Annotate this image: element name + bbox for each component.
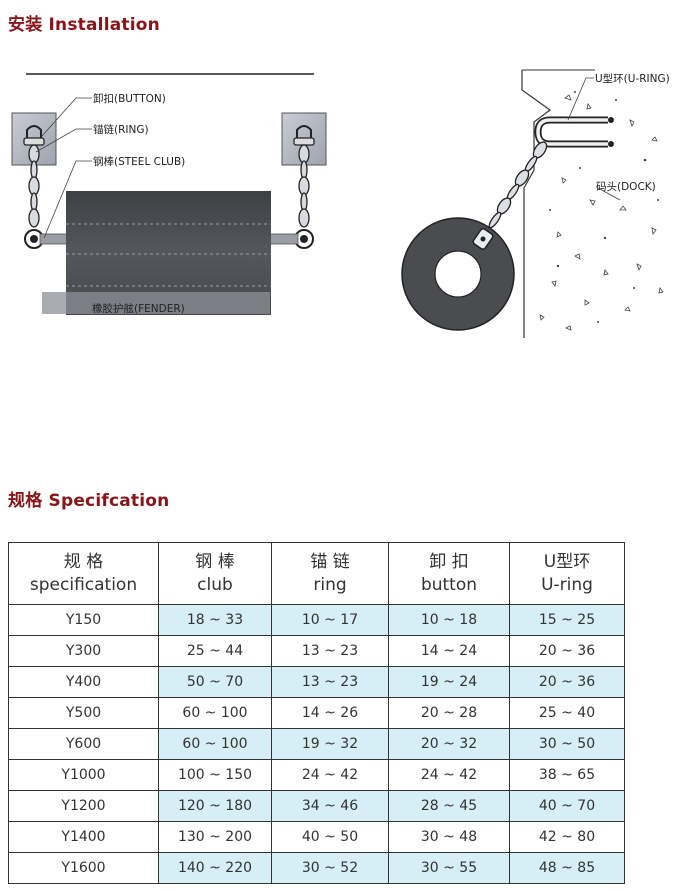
cell-button: 30 ~ 48 [388, 821, 510, 853]
fender-hole [434, 250, 482, 298]
cell-button: 14 ~ 24 [388, 635, 510, 667]
cell-button: 24 ~ 42 [388, 759, 510, 791]
chain-diagonal [488, 141, 548, 229]
chain-left [28, 144, 40, 228]
header-en: U-ring [541, 574, 593, 595]
cell-club: 50 ~ 70 [158, 666, 272, 698]
installation-title: 安装 Installation [8, 15, 160, 35]
cell-model: Y300 [8, 635, 159, 667]
cell-button: 10 ~ 18 [388, 604, 510, 636]
header-en: club [197, 574, 233, 595]
cell-model: Y600 [8, 728, 159, 760]
cell-button: 28 ~ 45 [388, 790, 510, 822]
cell-u-ring: 48 ~ 85 [509, 852, 625, 884]
fender-installation-diagram: 卸扣(BUTTON) 锚链(RING) 钢棒(STEEL CLUB) 橡胶护舷(… [11, 73, 327, 315]
table-row: Y500 60 ~ 100 14 ~ 26 20 ~ 28 25 ~ 40 [8, 697, 625, 729]
cell-model: Y1200 [8, 790, 159, 822]
cell-ring: 30 ~ 52 [271, 852, 389, 884]
cell-club: 60 ~ 100 [158, 697, 272, 729]
cell-ring: 24 ~ 42 [271, 759, 389, 791]
header-en: specification [29, 574, 138, 595]
cell-club: 25 ~ 44 [158, 635, 272, 667]
label-ring: 锚链(RING) [93, 123, 149, 136]
cell-u-ring: 20 ~ 36 [509, 666, 625, 698]
cell-model: Y1000 [8, 759, 159, 791]
cell-ring: 19 ~ 32 [271, 728, 389, 760]
cell-model: Y500 [8, 697, 159, 729]
u-ring-outline [534, 116, 608, 148]
cell-button: 19 ~ 24 [388, 666, 510, 698]
label-fender: 橡胶护舷(FENDER) [92, 302, 185, 315]
cell-ring: 34 ~ 46 [271, 790, 389, 822]
cell-u-ring: 25 ~ 40 [509, 697, 625, 729]
cell-u-ring: 30 ~ 50 [509, 728, 625, 760]
cell-button: 20 ~ 32 [388, 728, 510, 760]
cell-club: 130 ~ 200 [158, 821, 272, 853]
header-en: ring [313, 574, 347, 595]
table-row: Y1400 130 ~ 200 40 ~ 50 30 ~ 48 42 ~ 80 [8, 821, 625, 853]
chain-right [298, 144, 310, 228]
cell-club: 120 ~ 180 [158, 790, 272, 822]
header-cn: 钢 棒 [195, 551, 235, 572]
shackle-right [296, 125, 312, 140]
table-row: Y1000 100 ~ 150 24 ~ 42 24 ~ 42 38 ~ 65 [8, 759, 625, 791]
cell-model: Y400 [8, 666, 159, 698]
cell-club: 100 ~ 150 [158, 759, 272, 791]
cell-club: 18 ~ 33 [158, 604, 272, 636]
cell-model: Y1600 [8, 852, 159, 884]
cell-u-ring: 15 ~ 25 [509, 604, 625, 636]
label-steel-club: 钢棒(STEEL CLUB) [93, 155, 185, 168]
table-row: Y600 60 ~ 100 19 ~ 32 20 ~ 32 30 ~ 50 [8, 728, 625, 760]
header-cn: 锚 链 [310, 551, 350, 572]
cell-button: 20 ~ 28 [388, 697, 510, 729]
cell-model: Y150 [8, 604, 159, 636]
cell-u-ring: 38 ~ 65 [509, 759, 625, 791]
table-row: Y1600 140 ~ 220 30 ~ 52 30 ~ 55 48 ~ 85 [8, 852, 625, 884]
header-en: button [420, 574, 478, 595]
cell-ring: 13 ~ 23 [271, 666, 389, 698]
dock-concrete-texture [539, 94, 664, 331]
table-row: Y300 25 ~ 44 13 ~ 23 14 ~ 24 20 ~ 36 [8, 635, 625, 667]
cell-ring: 40 ~ 50 [271, 821, 389, 853]
label-dock: 码头(DOCK) [596, 181, 656, 193]
shackle-fender [472, 228, 494, 250]
dock-wall [521, 70, 552, 338]
cell-model: Y1400 [8, 821, 159, 853]
cell-u-ring: 20 ~ 36 [509, 635, 625, 667]
u-ring [536, 118, 608, 146]
cell-club: 60 ~ 100 [158, 728, 272, 760]
cell-u-ring: 42 ~ 80 [509, 821, 625, 853]
cell-button: 30 ~ 55 [388, 852, 510, 884]
table-row: Y150 18 ~ 33 10 ~ 17 10 ~ 18 15 ~ 25 [8, 604, 625, 636]
cell-ring: 10 ~ 17 [271, 604, 389, 636]
label-button: 卸扣(BUTTON) [93, 92, 166, 105]
header-cn: U型环 [543, 551, 591, 572]
table-row: Y1200 120 ~ 180 34 ~ 46 28 ~ 45 40 ~ 70 [8, 790, 625, 822]
shackle-left [26, 125, 42, 140]
cell-ring: 13 ~ 23 [271, 635, 389, 667]
cell-club: 140 ~ 220 [158, 852, 272, 884]
header-cn: 卸 扣 [429, 551, 469, 572]
header-cn: 规 格 [63, 551, 104, 572]
label-u-ring: U型环(U-RING) [595, 72, 670, 85]
cell-ring: 14 ~ 26 [271, 697, 389, 729]
table-row: Y400 50 ~ 70 13 ~ 23 19 ~ 24 20 ~ 36 [8, 666, 625, 698]
specification-title: 规格 Specifcation [8, 491, 170, 511]
cell-u-ring: 40 ~ 70 [509, 790, 625, 822]
dock-installation-diagram: U型环(U-RING) 码头(DOCK) [401, 69, 670, 338]
dock-concrete-dots [549, 91, 659, 323]
